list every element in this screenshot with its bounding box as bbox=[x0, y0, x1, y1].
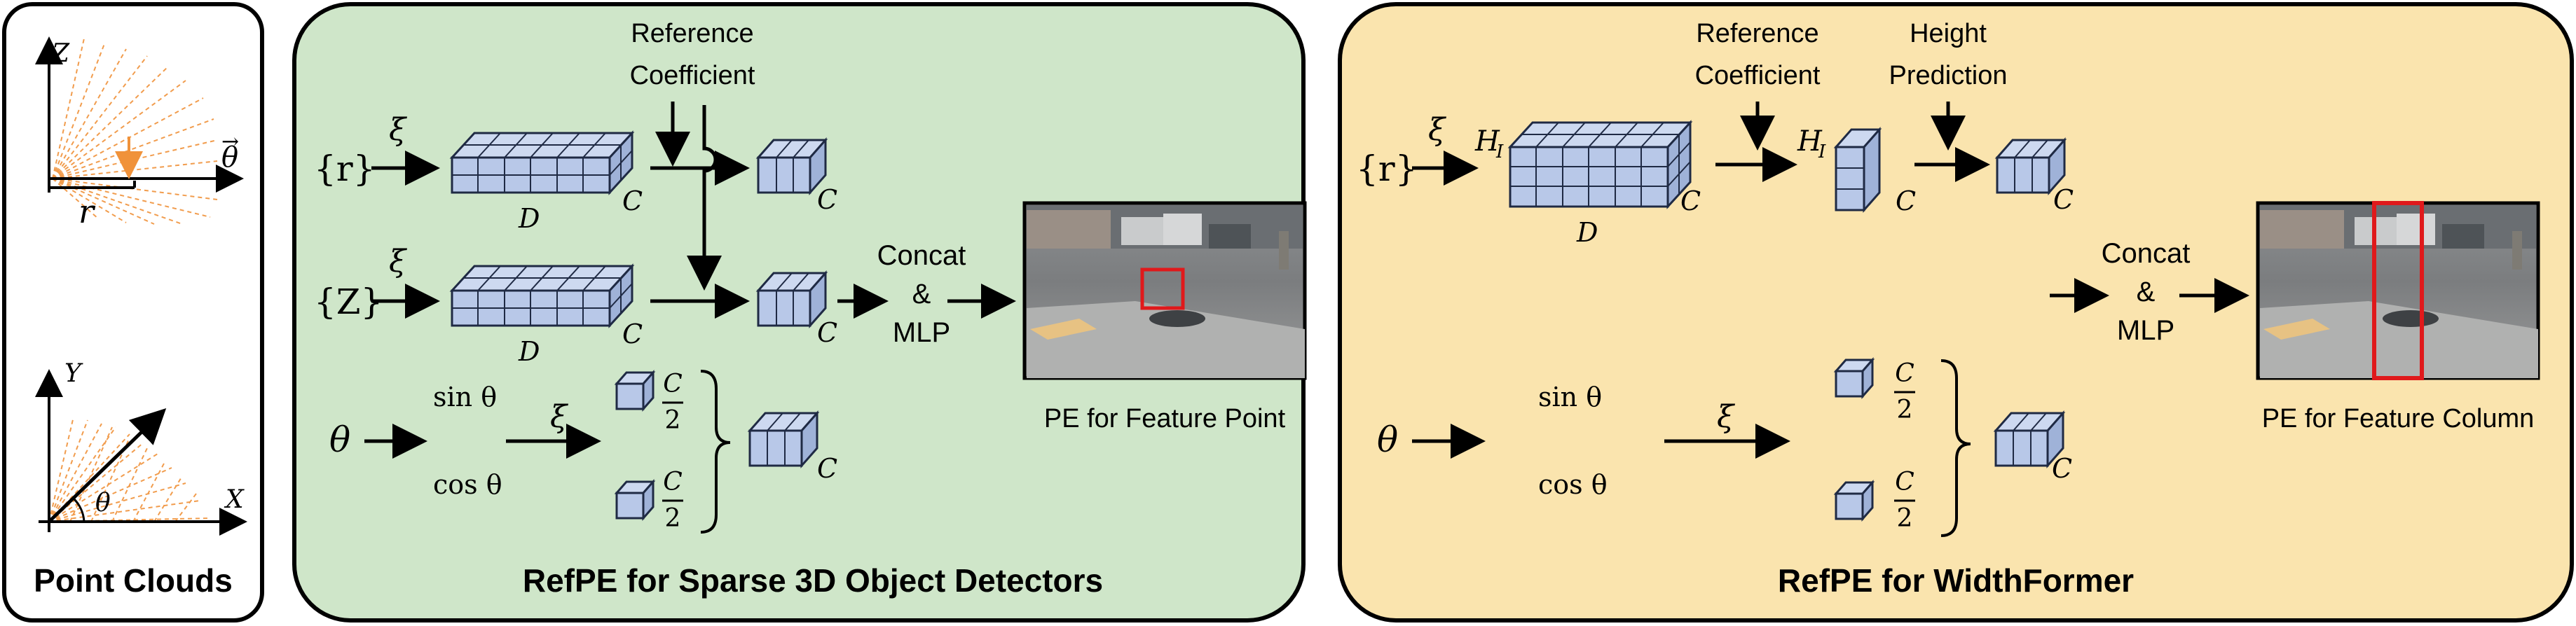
axis-x-label: X bbox=[224, 485, 245, 514]
sparse-concat-line2: & bbox=[912, 279, 931, 309]
sparse-ref-coef-line2: Coefficient bbox=[630, 61, 755, 90]
sparse-label-C-z: C bbox=[622, 319, 643, 349]
width-cube-theta-out bbox=[1993, 410, 2066, 468]
sparse-theta-input: θ bbox=[329, 419, 350, 460]
direction-arrow bbox=[48, 408, 167, 523]
width-panel-title: RefPE for WidthFormer bbox=[1778, 562, 2134, 599]
sparse-feature-cube-z bbox=[449, 263, 635, 328]
width-tiny-cube-cos bbox=[1833, 480, 1875, 522]
sparse-cube-theta-out bbox=[747, 410, 820, 468]
axis-theta-label: θ bbox=[221, 141, 238, 174]
sparse-label-D-z: D bbox=[518, 336, 540, 367]
angle-arc bbox=[72, 497, 85, 522]
width-label-H-sub: I bbox=[1495, 141, 1504, 162]
width-feature-volume bbox=[1507, 120, 1693, 209]
sparse-label-C-z-out: C bbox=[817, 317, 837, 348]
sparse-street-image bbox=[1022, 201, 1307, 380]
width-label-H: H bbox=[1474, 125, 1500, 158]
width-label-C-volume: C bbox=[1680, 186, 1701, 216]
width-xi-r: ξ bbox=[1428, 112, 1447, 148]
width-highlight-column bbox=[2372, 201, 2424, 380]
sparse-sin: sin θ bbox=[433, 382, 497, 412]
sparse-panel-title: RefPE for Sparse 3D Object Detectors bbox=[523, 562, 1103, 599]
width-height-line1: Height bbox=[1910, 19, 1987, 48]
sparse-input-r: {r} bbox=[314, 148, 376, 189]
width-input-r: {r} bbox=[1356, 148, 1418, 189]
width-frac-den-cos: 2 bbox=[1897, 504, 1913, 533]
sparse-pe-caption: PE for Feature Point bbox=[1044, 404, 1286, 433]
sparse-frac-num-cos: C bbox=[663, 468, 683, 496]
width-cos: cos θ bbox=[1538, 469, 1608, 500]
width-label-H-col: H bbox=[1797, 125, 1823, 158]
angle-label: θ bbox=[95, 489, 111, 517]
width-column-cube bbox=[1833, 127, 1882, 213]
sparse-cube-r-out bbox=[755, 137, 828, 195]
sparse-frac-den-cos: 2 bbox=[665, 504, 681, 533]
sparse-frac-num-sin: C bbox=[663, 370, 683, 398]
sparse-concat-line3: MLP bbox=[893, 317, 950, 348]
width-cube-out bbox=[1994, 137, 2067, 195]
width-frac-den-sin: 2 bbox=[1897, 396, 1913, 424]
point-clouds-panel: Z θ → r Y X θ Po bbox=[2, 2, 264, 622]
sparse-tiny-cube-cos bbox=[614, 479, 656, 521]
width-sin: sin θ bbox=[1538, 382, 1602, 412]
sparse-frac-den-sin: 2 bbox=[665, 406, 681, 435]
width-label-C-theta: C bbox=[2052, 453, 2072, 484]
sparse-brace bbox=[700, 370, 731, 534]
sparse-xi-z: ξ bbox=[389, 244, 408, 279]
point-clouds-panel-border bbox=[2, 2, 264, 622]
sparse-label-C-r-out: C bbox=[817, 184, 837, 215]
width-label-C-column: C bbox=[1896, 186, 1916, 216]
sparse-label-D-r: D bbox=[518, 203, 540, 234]
radius-label: r bbox=[78, 193, 96, 230]
width-xi-theta: ξ bbox=[1717, 399, 1736, 435]
sparse-concat-line1: Concat bbox=[877, 240, 966, 271]
sparse-cos: cos θ bbox=[433, 469, 502, 500]
axis-z-label: Z bbox=[51, 39, 70, 68]
sparse-cube-z-out bbox=[755, 270, 828, 328]
sparse-label-C-r: C bbox=[622, 186, 643, 216]
width-height-line2: Prediction bbox=[1889, 61, 2008, 90]
width-label-H-col-sub: I bbox=[1818, 141, 1826, 162]
sparse-tiny-cube-sin bbox=[614, 370, 656, 412]
width-street-image bbox=[2256, 201, 2540, 380]
width-ref-coef-line2: Coefficient bbox=[1695, 61, 1821, 90]
sparse-detector-panel: Reference Coefficient {r} ξ D C bbox=[292, 2, 1307, 622]
width-ref-coef-line1: Reference bbox=[1696, 19, 1818, 48]
width-theta-input: θ bbox=[1377, 419, 1398, 460]
width-tiny-cube-sin bbox=[1833, 357, 1875, 399]
width-label-D: D bbox=[1576, 217, 1598, 248]
sparse-xi-theta: ξ bbox=[550, 399, 569, 435]
sparse-feature-cube-r bbox=[449, 130, 635, 195]
width-concat-line2: & bbox=[2137, 277, 2156, 307]
width-brace bbox=[1940, 359, 1971, 537]
axis-theta-arrow: → bbox=[221, 130, 239, 154]
sparse-label-C-theta: C bbox=[817, 453, 837, 484]
point-clouds-title: Point Clouds bbox=[34, 562, 233, 599]
sparse-xi-r: ξ bbox=[389, 112, 408, 148]
width-frac-num-cos: C bbox=[1895, 468, 1914, 496]
width-concat-line3: MLP bbox=[2117, 315, 2174, 346]
width-concat-line1: Concat bbox=[2102, 238, 2191, 269]
widthformer-panel: Reference Coefficient Height Prediction … bbox=[1338, 2, 2574, 622]
sparse-highlight-box bbox=[1140, 267, 1185, 310]
width-frac-num-sin: C bbox=[1895, 359, 1914, 388]
axis-y-label: Y bbox=[64, 359, 83, 388]
sparse-ref-coef-line1: Reference bbox=[631, 19, 753, 48]
width-pe-caption: PE for Feature Column bbox=[2262, 404, 2535, 433]
width-label-C-out: C bbox=[2053, 184, 2074, 215]
sparse-input-z: {Z} bbox=[314, 281, 383, 322]
